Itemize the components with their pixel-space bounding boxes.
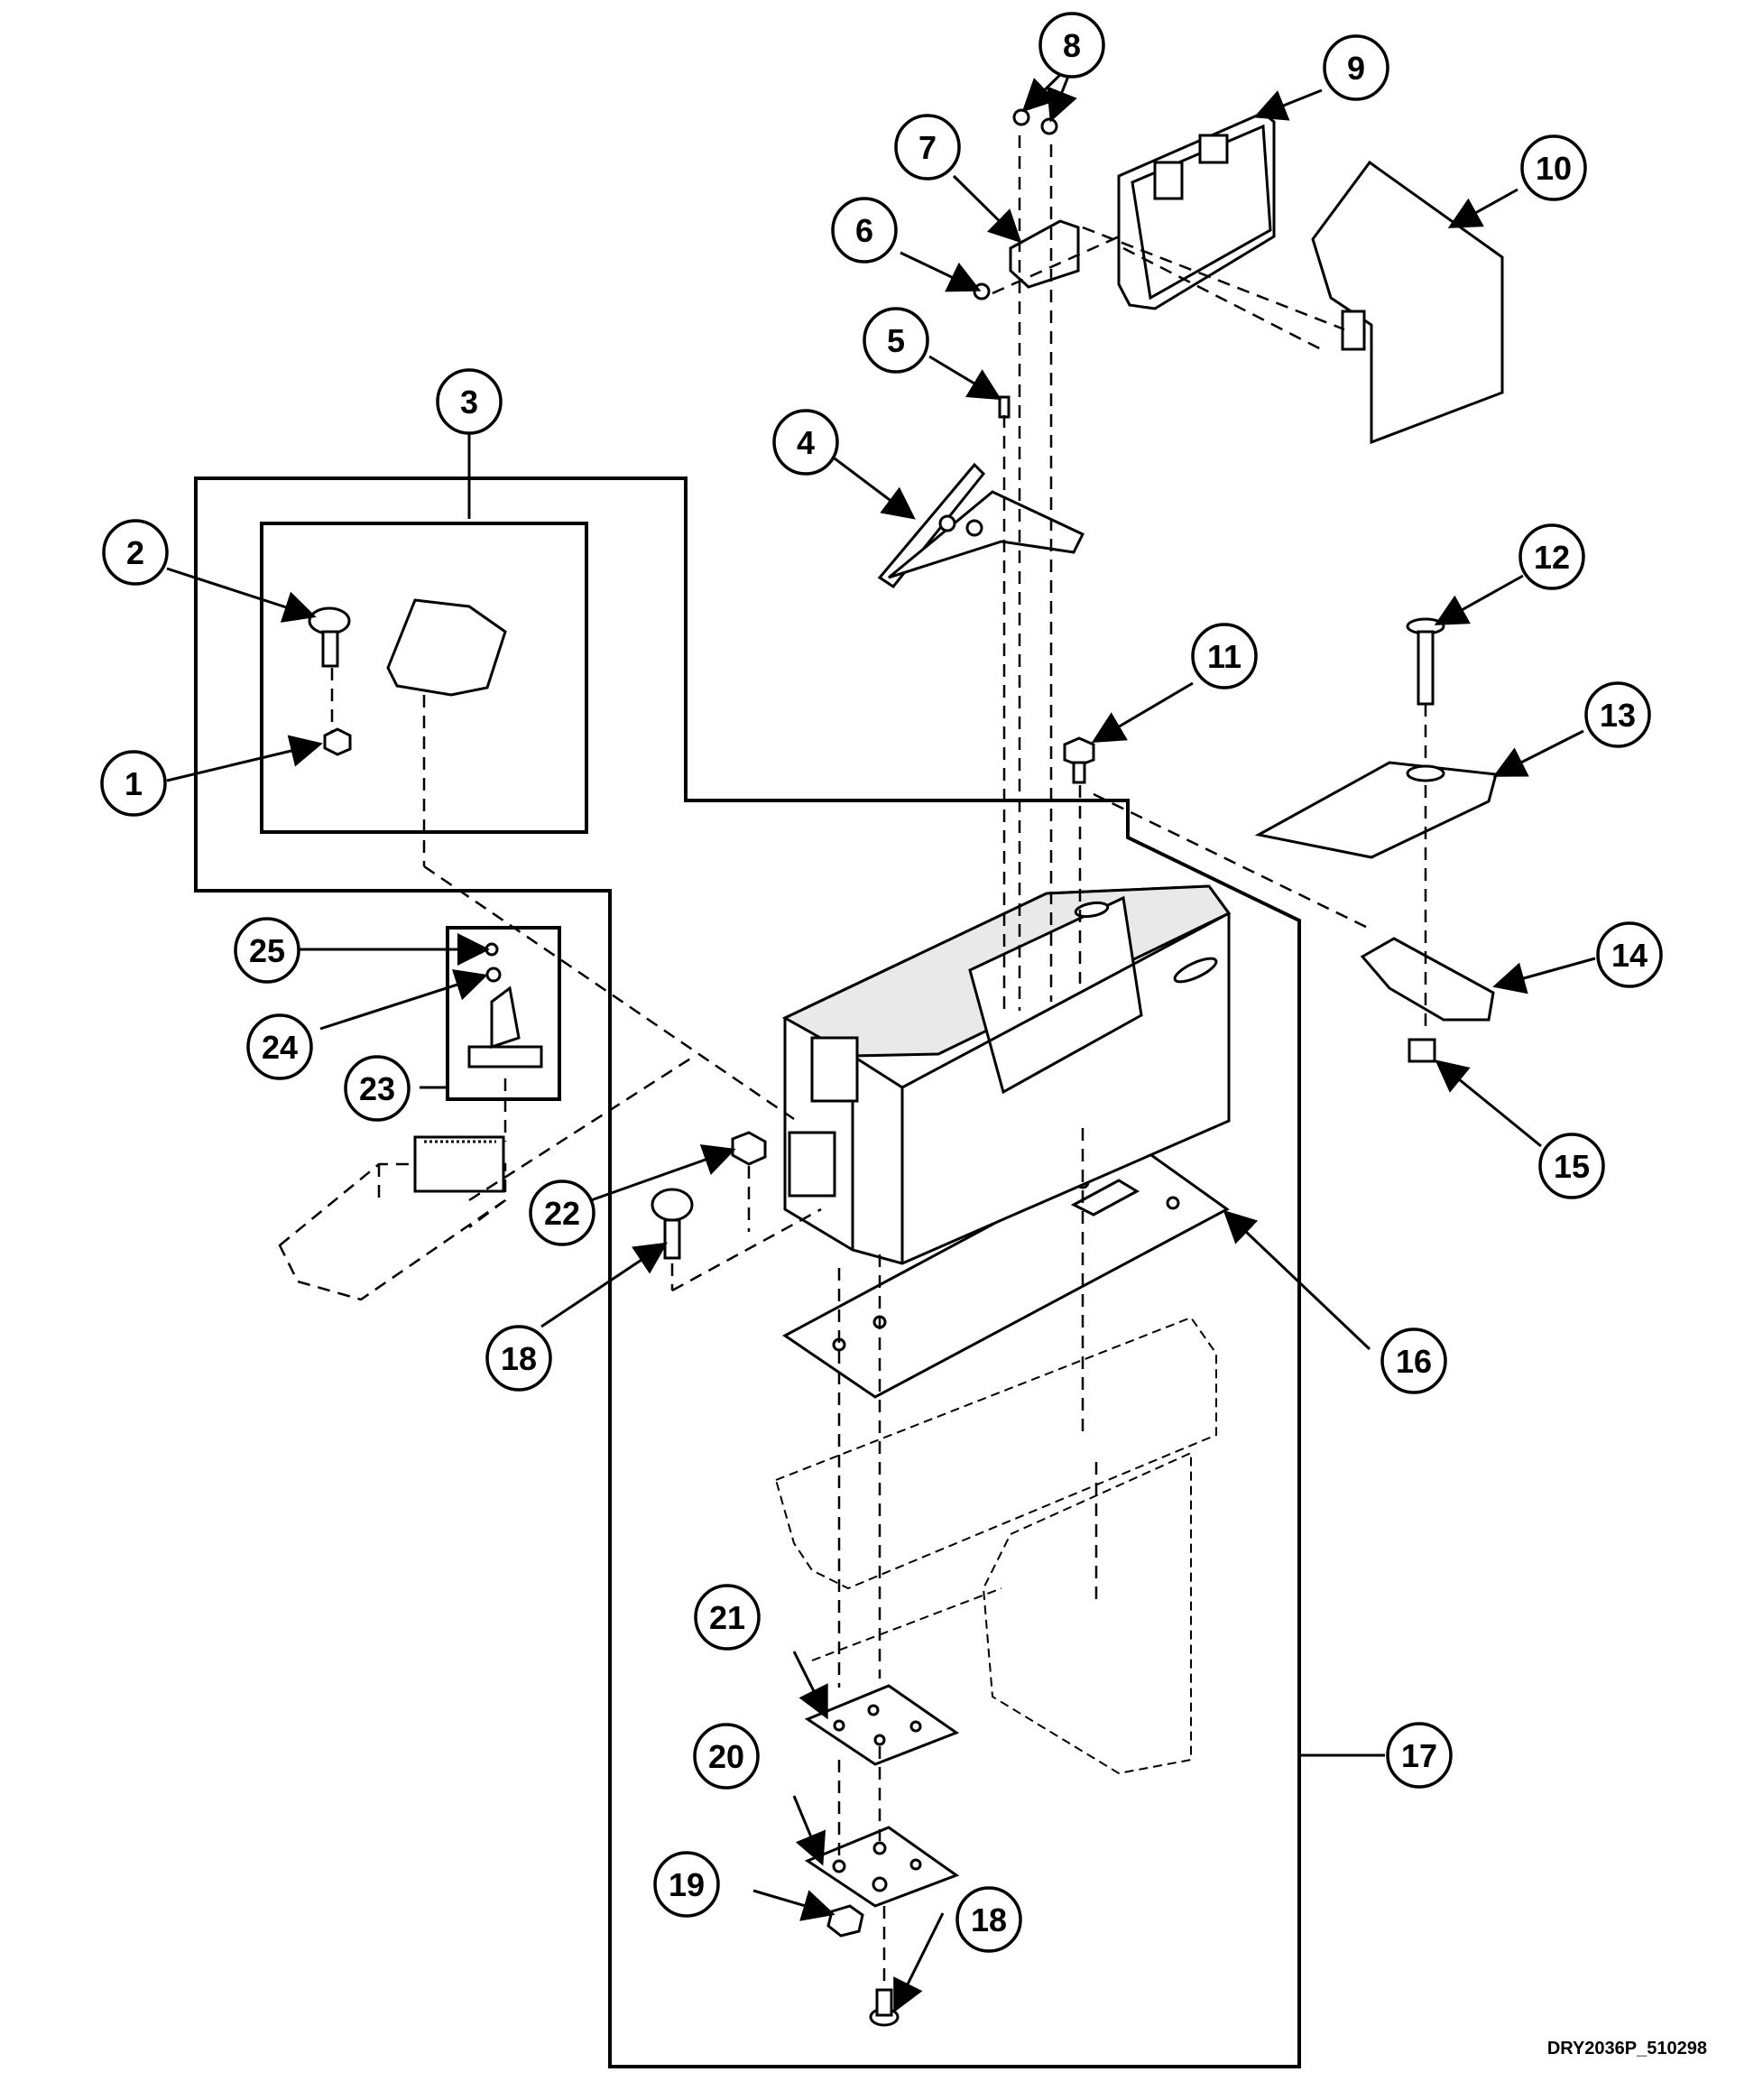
screw-8a: [1012, 108, 1030, 126]
svg-text:9: 9: [1347, 50, 1365, 87]
callout-22: 22: [529, 1180, 595, 1246]
callout-2: 2: [102, 519, 169, 586]
latch-23: [467, 942, 543, 1069]
callout-1: 1: [100, 750, 167, 817]
svg-text:1: 1: [125, 765, 143, 802]
svg-text:25: 25: [249, 932, 285, 969]
callout-24: 24: [246, 1013, 313, 1080]
svg-text:18: 18: [971, 1901, 1007, 1938]
leader-lines: [166, 69, 1596, 2013]
svg-text:14: 14: [1611, 937, 1648, 974]
svg-text:11: 11: [1207, 638, 1241, 675]
drawing-code: DRY2036P_510298: [1546, 2039, 1707, 2058]
assembly-23-box: [446, 926, 561, 1101]
screw-5: [998, 395, 1011, 419]
callout-25: 25: [234, 917, 300, 984]
svg-text:12: 12: [1534, 539, 1570, 576]
callout-4: 4: [772, 409, 839, 476]
console-housing: [781, 884, 1232, 1265]
cover-10: [1311, 160, 1504, 445]
svg-text:8: 8: [1063, 27, 1081, 64]
bracket-plate-21: [804, 1684, 960, 1766]
callout-23: 23: [344, 1055, 411, 1122]
bolt-18-upper: [651, 1188, 694, 1260]
svg-text:15: 15: [1554, 1148, 1590, 1185]
svg-text:3: 3: [460, 384, 478, 421]
callout-6: 6: [831, 197, 898, 264]
nut-19: [826, 1904, 864, 1938]
dryer-frame-phantom: [774, 1316, 1217, 1775]
bracket-7: [1009, 219, 1080, 289]
screw-6: [973, 282, 991, 301]
hinge-assembly-3: [308, 598, 507, 756]
screw-11: [1063, 736, 1095, 784]
svg-text:22: 22: [544, 1195, 580, 1232]
callout-21: 21: [694, 1584, 761, 1651]
svg-text:13: 13: [1600, 697, 1636, 734]
svg-text:7: 7: [918, 129, 937, 166]
svg-text:16: 16: [1396, 1343, 1432, 1380]
callout-10: 10: [1520, 134, 1587, 201]
callout-18-upper: 18: [485, 1325, 552, 1392]
callout-14: 14: [1596, 921, 1663, 988]
bracket-14: [1360, 937, 1495, 1022]
callout-17: 17: [1386, 1722, 1453, 1789]
nut-22: [731, 1131, 767, 1166]
callout-8: 8: [1038, 12, 1105, 79]
svg-text:24: 24: [262, 1029, 298, 1066]
callout-20: 20: [693, 1723, 760, 1790]
callout-16: 16: [1380, 1328, 1447, 1394]
svg-text:17: 17: [1401, 1737, 1437, 1774]
svg-text:21: 21: [709, 1599, 745, 1636]
assembly-17-outline: [194, 476, 1301, 2068]
callout-9: 9: [1323, 34, 1389, 101]
svg-text:20: 20: [708, 1738, 744, 1775]
callout-11: 11: [1191, 623, 1258, 689]
svg-text:10: 10: [1536, 150, 1572, 187]
coin-slide-4: [877, 462, 1085, 589]
callout-5: 5: [863, 307, 929, 374]
callout-15: 15: [1538, 1133, 1605, 1199]
bolt-18-lower: [869, 1988, 900, 2027]
callout-18-lower: 18: [955, 1886, 1022, 1953]
svg-text:2: 2: [126, 534, 144, 571]
svg-text:19: 19: [669, 1866, 705, 1903]
nut-15: [1408, 1038, 1436, 1063]
callout-13: 13: [1584, 681, 1651, 748]
control-board-9: [1117, 111, 1276, 310]
svg-text:4: 4: [797, 424, 815, 461]
svg-text:5: 5: [887, 322, 905, 359]
callout-7: 7: [894, 114, 961, 180]
callout-3: 3: [436, 368, 503, 435]
callout-19: 19: [653, 1851, 720, 1918]
assembly-lines: [330, 135, 1427, 1985]
svg-text:23: 23: [359, 1070, 395, 1107]
lid-13: [1254, 761, 1498, 859]
svg-text:18: 18: [501, 1340, 537, 1377]
screw-12: [1406, 617, 1445, 706]
push-tray: [278, 1162, 507, 1301]
callout-12: 12: [1518, 523, 1585, 590]
screw-8b: [1040, 117, 1058, 135]
svg-text:6: 6: [855, 212, 873, 249]
bracket-plate-20: [804, 1826, 960, 1908]
